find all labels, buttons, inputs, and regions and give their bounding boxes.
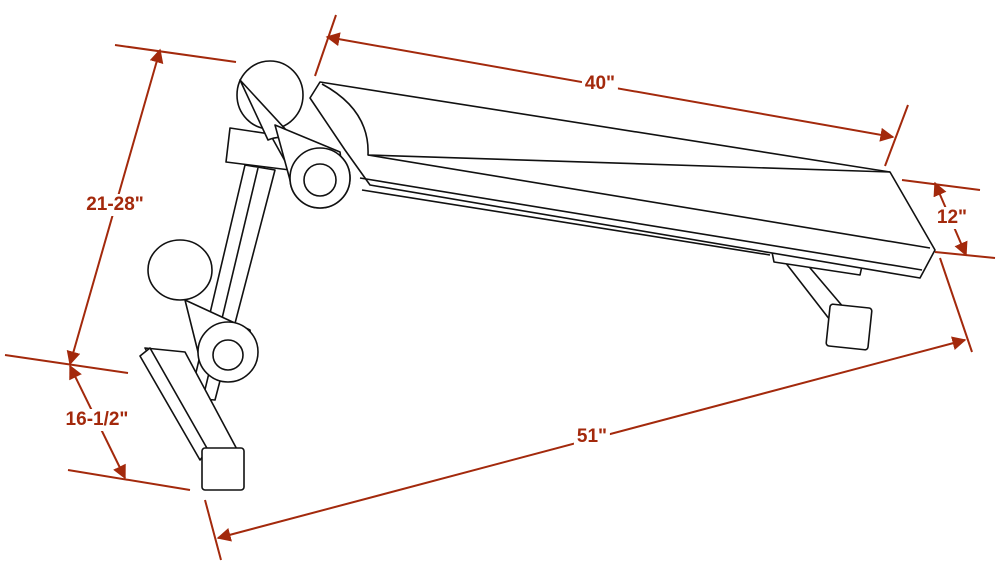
- overall-length-label: 51": [573, 426, 611, 448]
- upper-rollers: [236, 60, 351, 209]
- foot-height-label: 16-1/2": [62, 409, 132, 431]
- height-label: 21-28": [83, 194, 147, 216]
- bench-pad: [309, 81, 936, 279]
- pad-width-label: 12": [933, 207, 971, 229]
- pad-length-label: 40": [581, 73, 619, 95]
